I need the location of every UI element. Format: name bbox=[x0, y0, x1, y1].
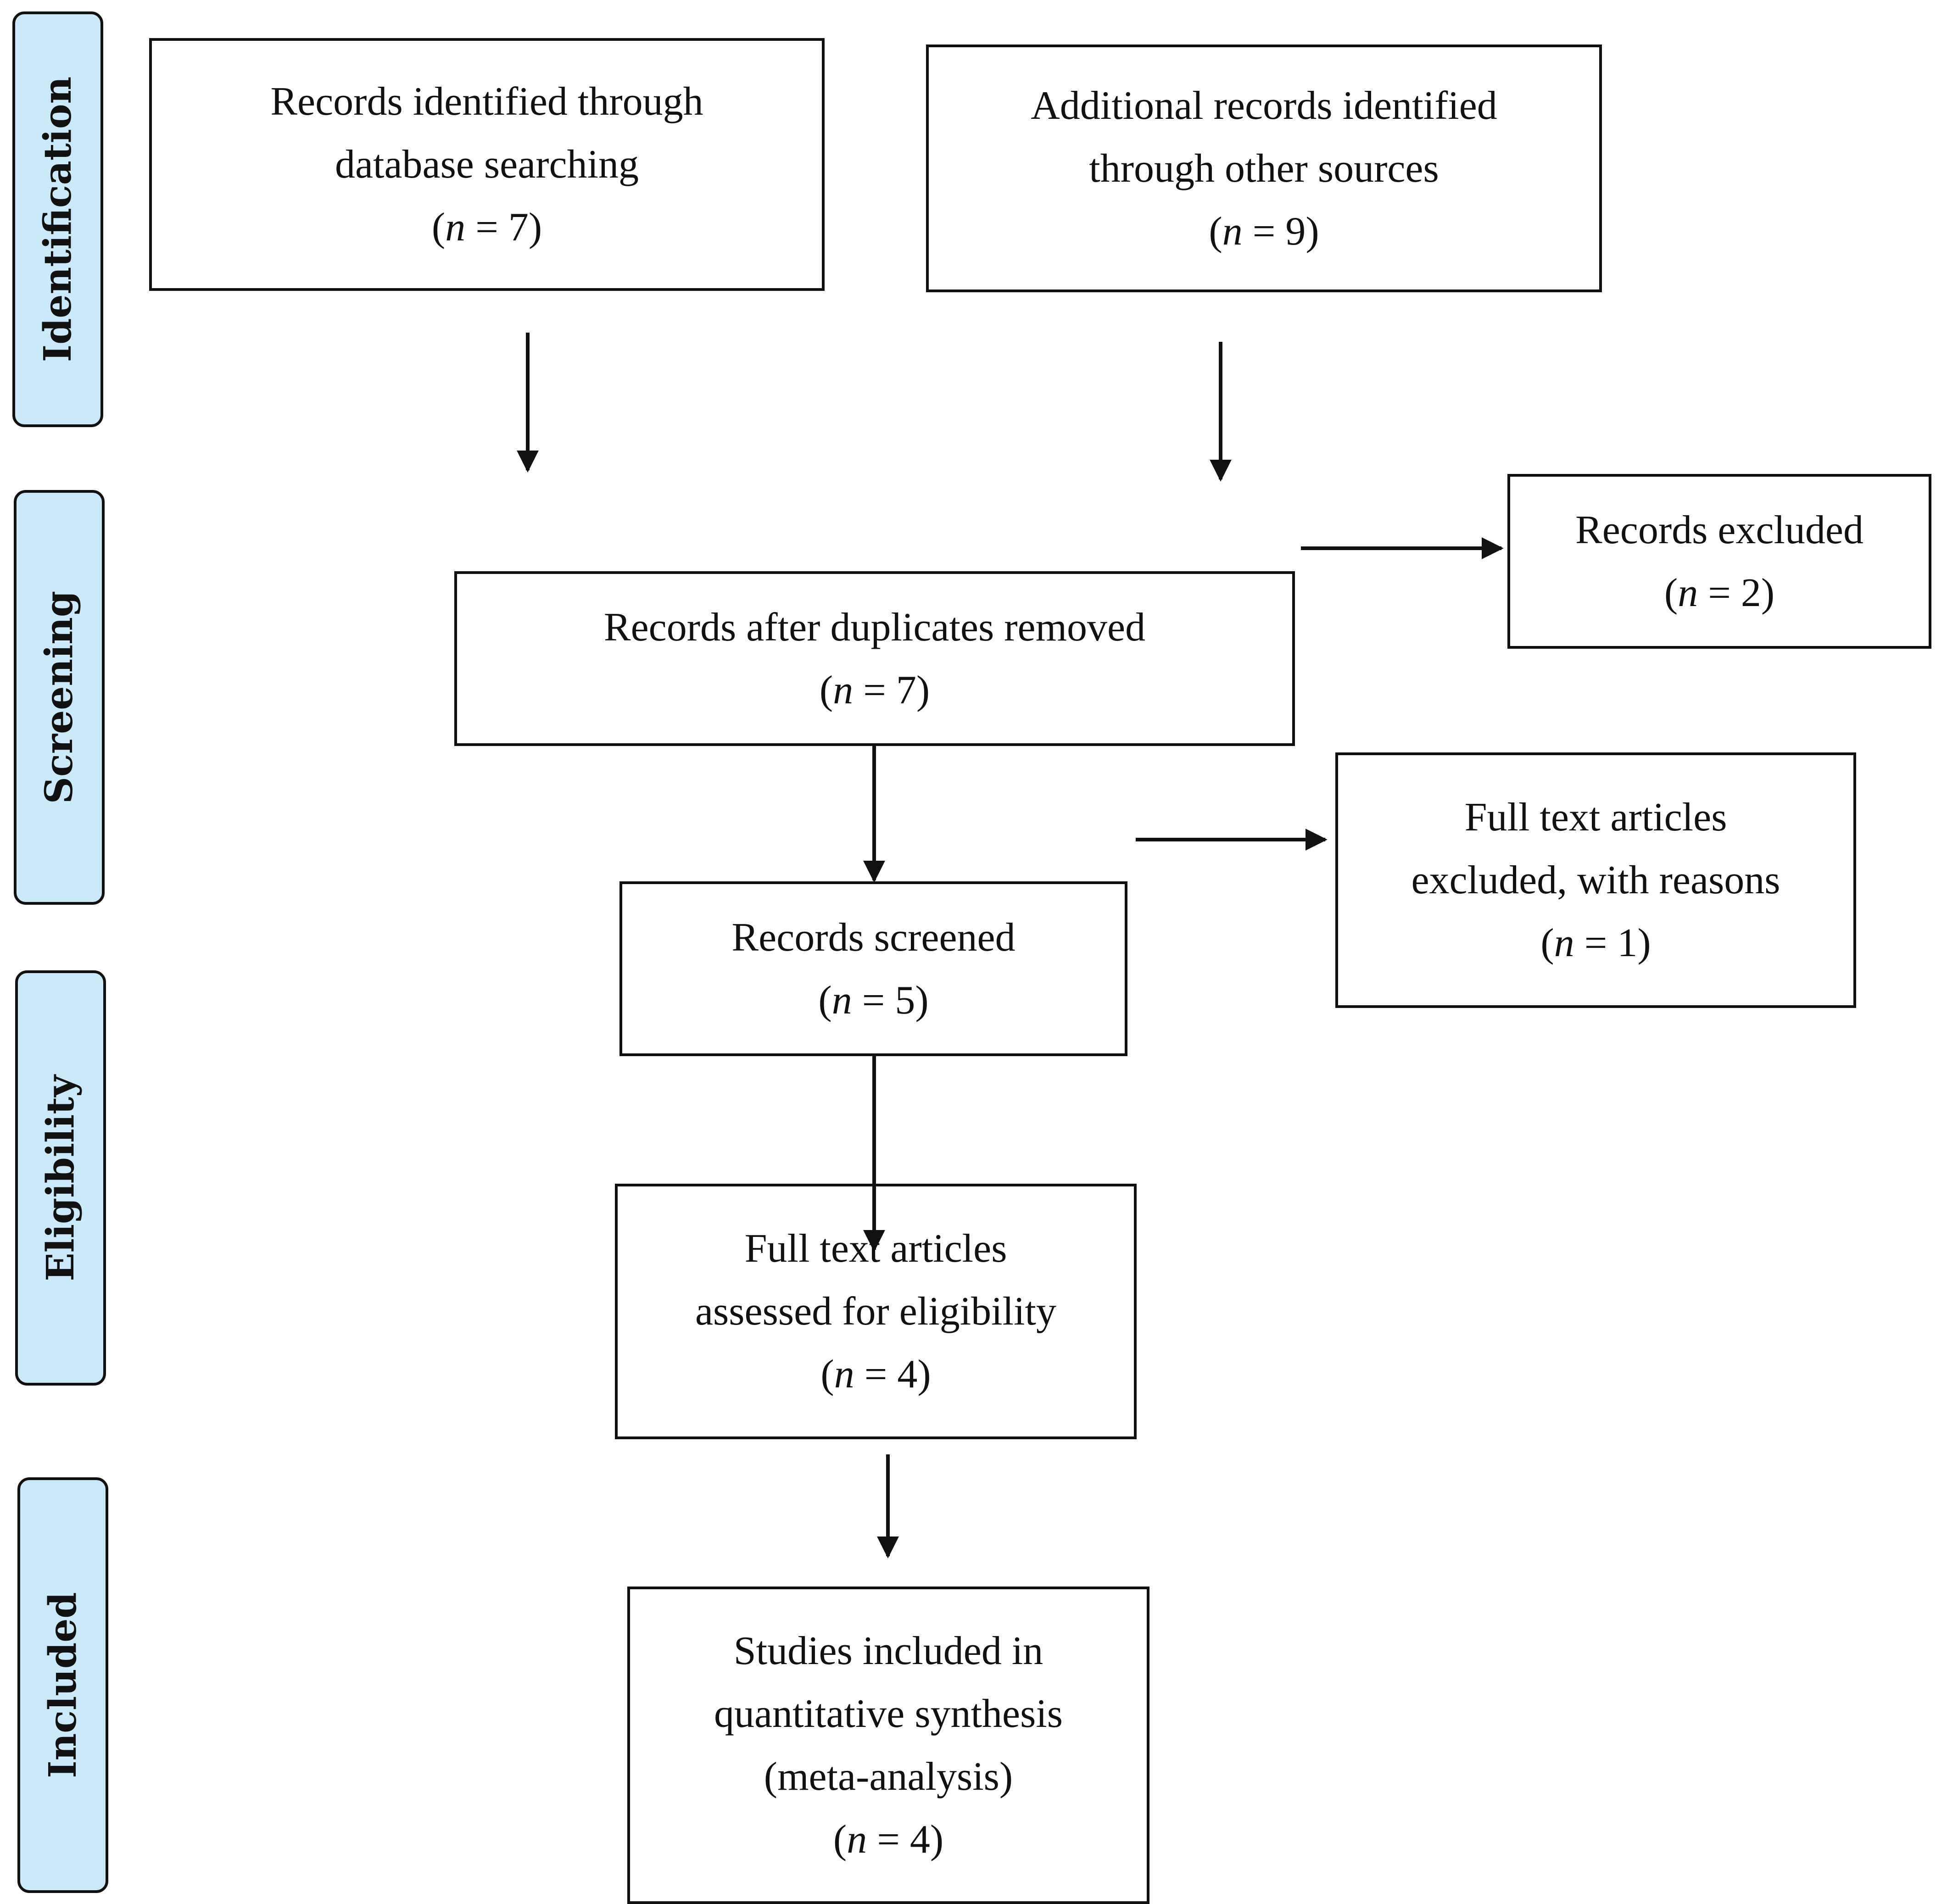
box-count: (n = 5) bbox=[818, 978, 929, 1023]
box-text-line: Additional records identified bbox=[1031, 83, 1497, 128]
box-text-line: assessed for eligibility bbox=[695, 1289, 1056, 1334]
box-text-line: Records excluded bbox=[1575, 507, 1863, 552]
box-text-line: Full text articles bbox=[744, 1226, 1007, 1271]
stage-identification: Identification bbox=[12, 11, 103, 427]
stage-label-identification: Identification bbox=[36, 76, 80, 362]
box-database-records: Records identified through database sear… bbox=[149, 38, 825, 291]
box-fulltext-excluded: Full text articles excluded, with reason… bbox=[1335, 752, 1856, 1008]
stage-eligibility: Eligibility bbox=[15, 970, 106, 1386]
stage-included: Included bbox=[17, 1477, 108, 1893]
stage-screening: Screening bbox=[14, 490, 105, 905]
box-text-line: Records after duplicates removed bbox=[603, 605, 1146, 650]
box-count: (n = 4) bbox=[820, 1352, 931, 1397]
box-count: (n = 9) bbox=[1209, 209, 1319, 254]
box-text-line: quantitative synthesis bbox=[714, 1692, 1063, 1736]
box-other-sources: Additional records identified through ot… bbox=[926, 45, 1602, 292]
box-duplicates-removed: Records after duplicates removed (n = 7) bbox=[454, 571, 1295, 746]
box-count: (n = 2) bbox=[1664, 570, 1775, 615]
stage-label-screening: Screening bbox=[37, 590, 81, 804]
box-text-line: Records identified through bbox=[270, 79, 703, 124]
box-text-line: (meta-analysis) bbox=[764, 1754, 1013, 1799]
box-count: (n = 7) bbox=[431, 205, 542, 250]
box-count: (n = 4) bbox=[833, 1817, 944, 1862]
box-count: (n = 1) bbox=[1540, 921, 1651, 965]
box-text-line: Records screened bbox=[731, 915, 1015, 960]
box-text-line: excluded, with reasons bbox=[1411, 858, 1780, 902]
stage-label-included: Included bbox=[41, 1592, 85, 1778]
box-records-screened: Records screened (n = 5) bbox=[619, 881, 1127, 1056]
box-text-line: through other sources bbox=[1089, 146, 1439, 191]
box-text-line: database searching bbox=[335, 142, 639, 187]
box-text-line: Full text articles bbox=[1464, 795, 1727, 840]
stage-label-eligibility: Eligibility bbox=[39, 1074, 83, 1281]
box-studies-included: Studies included in quantitative synthes… bbox=[627, 1587, 1149, 1904]
box-text-line: Studies included in bbox=[733, 1629, 1043, 1673]
box-records-excluded: Records excluded (n = 2) bbox=[1507, 474, 1931, 649]
box-count: (n = 7) bbox=[819, 668, 930, 713]
box-fulltext-assessed: Full text articles assessed for eligibil… bbox=[615, 1184, 1137, 1439]
